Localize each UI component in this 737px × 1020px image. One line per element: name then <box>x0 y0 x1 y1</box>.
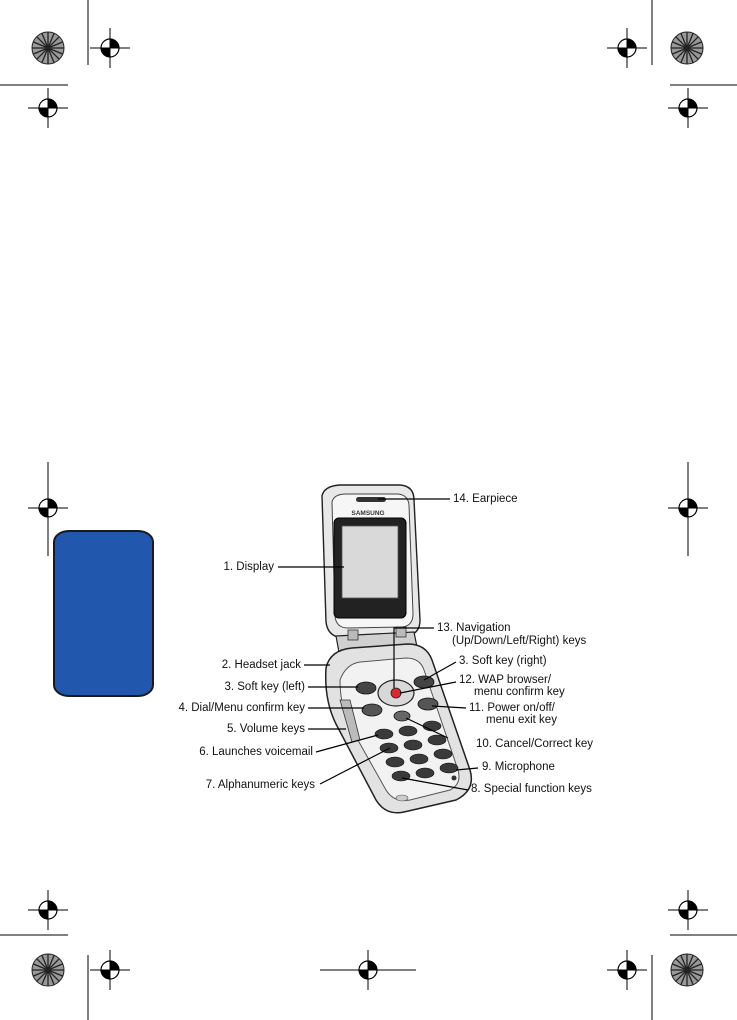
soft-key-left-shape <box>355 681 377 695</box>
label-headset-jack: 2. Headset jack <box>221 659 301 671</box>
label-soft-key-right: 3. Soft key (right) <box>459 655 547 667</box>
flip-cover: SAMSUNG <box>321 484 421 639</box>
earpiece <box>356 497 386 502</box>
display-screen <box>341 525 399 599</box>
label-microphone: 9. Microphone <box>482 761 555 773</box>
label-cancel-correct-key: 10. Cancel/Correct key <box>476 738 593 750</box>
label-volume-keys: 5. Volume keys <box>227 723 305 735</box>
label-special-function-keys: 8. Special function keys <box>471 783 592 795</box>
label-soft-key-left: 3. Soft key (left) <box>224 681 305 693</box>
label-display: 1. Display <box>223 561 275 573</box>
soft-key-right-shape <box>413 675 435 689</box>
label-wap-browser: 12. WAP browser/ <box>459 674 552 686</box>
power-key-shape <box>417 697 439 711</box>
label-power-key-detail: menu exit key <box>486 714 557 726</box>
label-earpiece: 14. Earpiece <box>453 493 518 505</box>
label-wap-browser-detail: menu confirm key <box>474 686 565 698</box>
microphone-hole <box>451 775 457 781</box>
dial-key-shape <box>361 703 383 717</box>
leader-lines <box>278 498 479 791</box>
label-launches-voicemail: 6. Launches voicemail <box>199 746 313 758</box>
lower-body <box>324 643 473 814</box>
label-navigation-detail: (Up/Down/Left/Right) keys <box>452 635 587 647</box>
label-dial-menu-confirm-key: 4. Dial/Menu confirm key <box>178 702 305 714</box>
brand-logo: SAMSUNG <box>351 510 384 517</box>
label-navigation: 13. Navigation <box>437 622 511 634</box>
label-power-key: 11. Power on/off/ <box>469 702 555 714</box>
clear-key-shape <box>393 710 411 722</box>
label-alphanumeric-keys: 7. Alphanumeric keys <box>205 779 315 791</box>
section-tab <box>53 530 154 697</box>
wap-key <box>390 687 402 699</box>
alphanumeric-keypad <box>374 720 459 782</box>
